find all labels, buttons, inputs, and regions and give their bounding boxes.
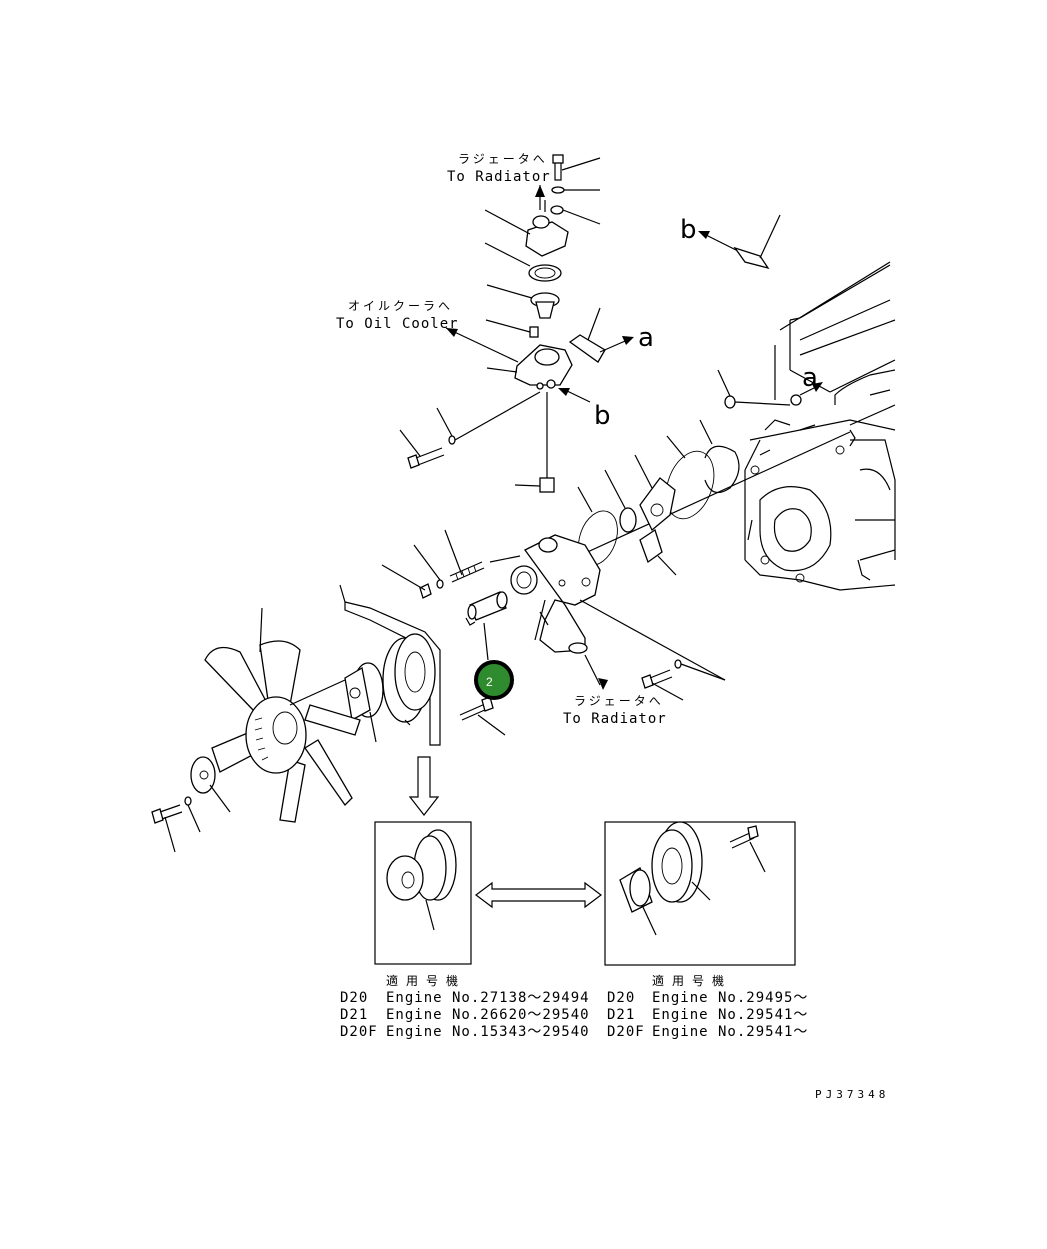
applicability-right-heading: 適用号機 [652,973,732,988]
applicability-left-model-1: D20 [340,990,368,1006]
applicability-left-model-2: D21 [340,1007,368,1023]
applicability-right-engine-2: Engine No.29541～ [652,1007,808,1023]
crank-pulley [382,633,436,726]
applicability-right-model-1: D20 [607,990,635,1006]
spacer [514,477,555,493]
water-pump-internals [569,419,851,576]
letter-b-sensor: b [680,215,697,245]
inset-old-pulley [374,821,472,965]
applicability-right-model-2: D21 [607,1007,635,1023]
applicability-left-model-3: D20F [340,1024,378,1040]
temperature-sensor [698,214,781,270]
applicability-left-engine-3: Engine No.15343～29540 [386,1024,590,1040]
fan-bolt [151,796,201,853]
applicability-right-engine-3: Engine No.29541～ [652,1024,808,1040]
label-radiator-bottom-jp: ラジェータへ [574,694,664,708]
label-to-radiator-bottom: ラジェータへ To Radiator [563,694,667,727]
letter-a-housing: a [638,323,654,353]
label-oil-cooler-en: To Oil Cooler [336,316,459,332]
plug-and-washer [717,369,823,409]
water-pump-body [489,534,726,690]
label-oil-cooler-jp: オイルクーラへ [348,299,453,313]
bolt-and-washer-lower [641,659,726,701]
stud-and-nut [381,529,485,599]
double-arrow [475,881,602,909]
label-to-oil-cooler: オイルクーラへ To Oil Cooler [336,299,459,332]
applicability-right-model-3: D20F [607,1024,645,1040]
pulley-hub [344,662,384,743]
fan-belt [339,584,441,746]
letter-b-housing: b [594,401,611,431]
bearing-shaft [465,591,508,661]
label-radiator-bottom-en: To Radiator [563,711,667,727]
applicability-left: 適用号機 D20 Engine No.27138～29494 D21 Engin… [340,973,590,1040]
letter-a-engine: a [802,363,818,393]
drawing-id: PJ37348 [815,1088,889,1101]
label-to-radiator-top: ラジェータへ To Radiator [447,152,551,185]
applicability-left-heading: 適用号機 [386,973,466,988]
hollow-arrow-down [408,756,440,816]
applicability-right-engine-1: Engine No.29495～ [652,990,808,1006]
fan-spacer-plate [190,756,231,813]
applicability-left-engine-2: Engine No.26620～29540 [386,1007,590,1023]
applicability-left-engine-1: Engine No.27138～29494 [386,990,590,1006]
engine-block [744,261,896,591]
part-callout-2[interactable]: 2 [474,660,514,700]
label-radiator-top-en: To Radiator [447,169,551,185]
callout-circle[interactable] [474,660,514,700]
pulley-bolt [459,696,506,736]
inset-new-pulley [604,821,796,966]
bolt-and-washer-upper [399,407,456,469]
thermostat-assembly [445,154,634,478]
callout-number: 2 [486,675,493,689]
cooling-fan [204,607,361,823]
applicability-right: 適用号機 D20 Engine No.29495～ D21 Engine No.… [607,973,808,1040]
label-radiator-top-jp: ラジェータへ [458,152,548,166]
